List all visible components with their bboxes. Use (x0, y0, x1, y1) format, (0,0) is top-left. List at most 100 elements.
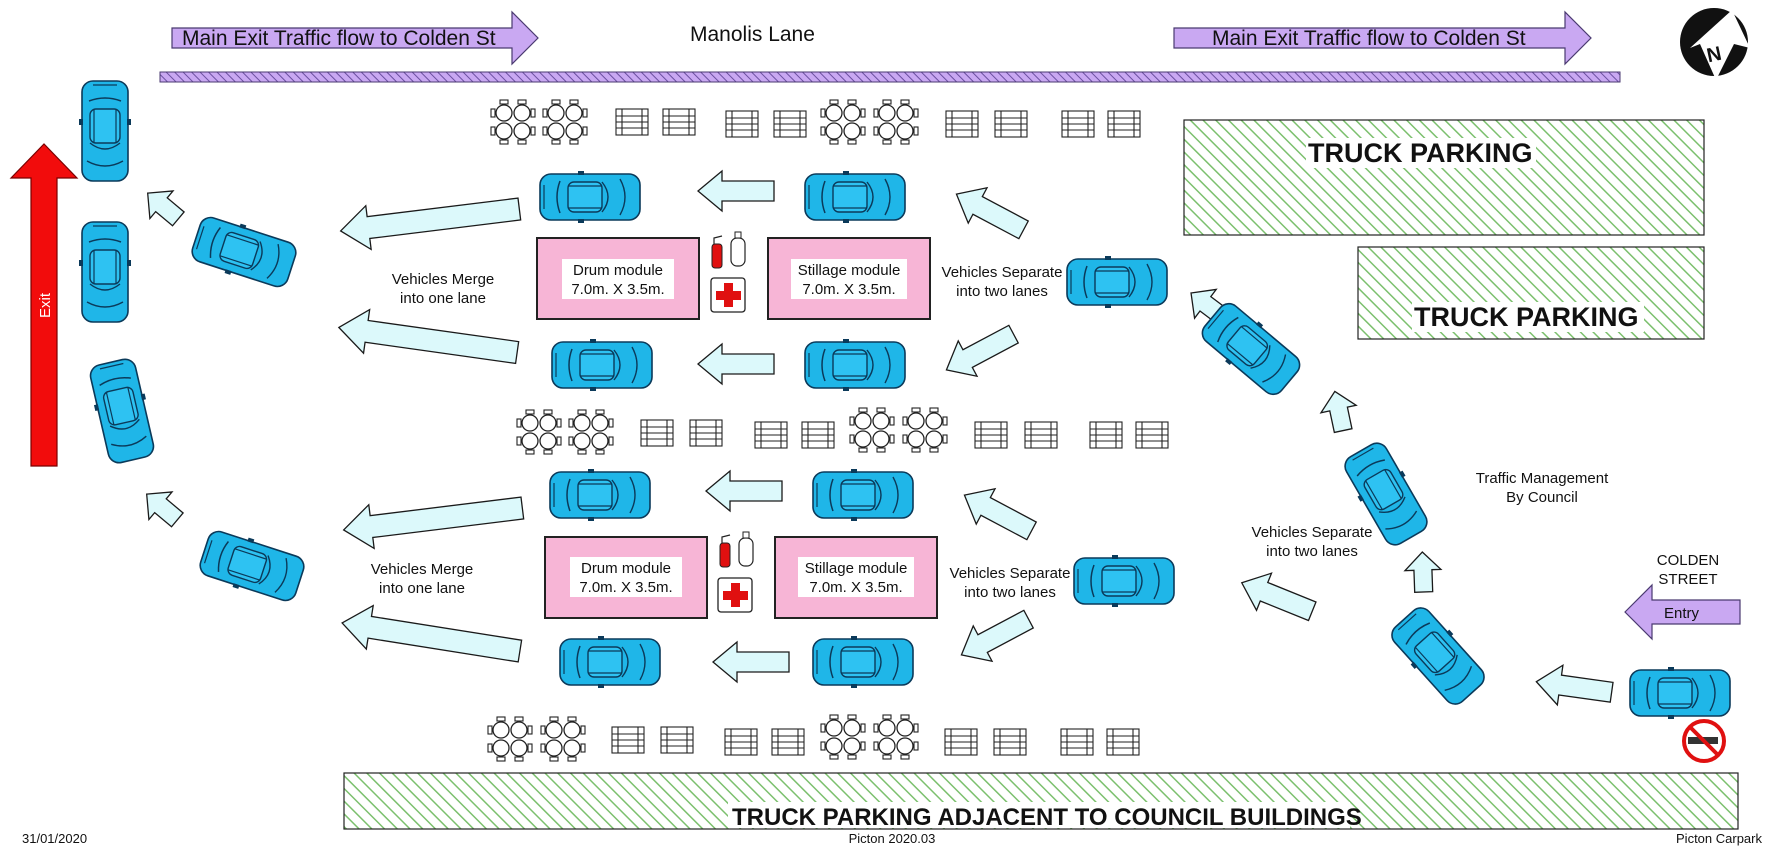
chair-row-icon (1089, 421, 1123, 449)
car (84, 355, 160, 467)
table-cluster-icon (540, 716, 586, 762)
table-cluster-icon (820, 714, 866, 760)
chair-row-icon (944, 728, 978, 756)
table-cluster-icon (820, 99, 866, 145)
compass-north-icon: N (1680, 8, 1750, 80)
fire-extinguisher-icon (711, 235, 723, 269)
table-cluster-icon (873, 714, 919, 760)
note-separate-bottom-line2: into two lanes (964, 584, 1056, 601)
exit-arrow: Exit (9, 143, 79, 467)
road-name: Manolis Lane (690, 23, 815, 46)
note-traffic-mgmt-line2: By Council (1506, 489, 1578, 506)
module-bottom-drum-name: Drum module (581, 560, 671, 577)
note-traffic-mgmt-line1: Traffic Management (1476, 470, 1609, 487)
chair-row-icon (1106, 728, 1140, 756)
note-separate-right-line2: into two lanes (1266, 543, 1358, 560)
chair-row-icon (615, 108, 649, 136)
flow-arrow (1403, 550, 1443, 594)
chair-row-icon (640, 419, 674, 447)
car (559, 635, 661, 689)
chair-row-icon (771, 728, 805, 756)
truck-parking-upper: TRUCK PARKING (1183, 119, 1705, 236)
chair-row-icon (1061, 110, 1095, 138)
flow-arrow (951, 600, 1039, 674)
exit-flow-banner-left: Main Exit Traffic flow to Colden St (171, 10, 539, 66)
first-aid-icon (717, 577, 753, 613)
entry-label: Entry (1664, 605, 1700, 622)
module-top-stillage-size: 7.0m. X 3.5m. (802, 281, 895, 298)
flow-arrow (135, 178, 191, 234)
module-bottom-stillage: Stillage module 7.0m. X 3.5m. (774, 536, 938, 619)
seating-row-top (490, 99, 1141, 145)
note-separate-bottom-line1: Vehicles Separate (950, 565, 1071, 582)
flow-arrow (337, 186, 523, 254)
note-merge-bottom-line1: Vehicles Merge (371, 561, 474, 578)
car (78, 80, 132, 182)
note-separate-top-line2: into two lanes (956, 283, 1048, 300)
note-merge-top-line1: Vehicles Merge (392, 271, 495, 288)
chair-row-icon (1135, 421, 1169, 449)
flow-arrow (1233, 563, 1321, 631)
footer-date: 31/01/2020 (22, 831, 87, 846)
flow-arrow (1532, 661, 1616, 713)
note-merge-bottom-line2: into one lane (379, 580, 465, 597)
truck-parking-middle-label: TRUCK PARKING (1414, 302, 1639, 332)
footer-code: Picton 2020.03 (849, 831, 936, 846)
flow-arrow (712, 641, 790, 683)
exit-arrow-label: Exit (37, 292, 54, 318)
note-colden-line2: STREET (1658, 571, 1717, 588)
module-bottom-stillage-size: 7.0m. X 3.5m. (809, 579, 902, 596)
module-bottom-drum-size: 7.0m. X 3.5m. (579, 579, 672, 596)
chair-row-icon (974, 421, 1008, 449)
chair-row-icon (994, 110, 1028, 138)
chair-row-icon (662, 108, 696, 136)
note-merge-top-line2: into one lane (400, 290, 486, 307)
compass-letter: N (1705, 43, 1724, 68)
table-cluster-icon (568, 409, 614, 455)
car (539, 170, 641, 224)
entry-arrow: Entry (1624, 583, 1741, 641)
car (78, 221, 132, 323)
truck-parking-bottom-label: TRUCK PARKING ADJACENT TO COUNCIL BUILDI… (732, 804, 1362, 831)
car (187, 211, 301, 293)
car (549, 468, 651, 522)
note-separate-right-line1: Vehicles Separate (1252, 524, 1373, 541)
seating-row-bottom (487, 714, 1140, 762)
car (1629, 666, 1731, 720)
table-cluster-icon (849, 407, 895, 453)
table-cluster-icon (542, 99, 588, 145)
chair-row-icon (724, 728, 758, 756)
chair-row-icon (1024, 421, 1058, 449)
car (1384, 600, 1492, 712)
chair-row-icon (660, 726, 694, 754)
table-cluster-icon (516, 409, 562, 455)
gas-bottle-icon (730, 231, 746, 267)
first-aid-icon (710, 277, 746, 313)
module-top-drum-size: 7.0m. X 3.5m. (571, 281, 664, 298)
fire-extinguisher-icon (719, 534, 731, 568)
safety-equipment-top (710, 231, 746, 313)
flow-arrow (946, 175, 1034, 249)
note-separate-top-line1: Vehicles Separate (942, 264, 1063, 281)
truck-parking-bottom: TRUCK PARKING ADJACENT TO COUNCIL BUILDI… (343, 772, 1739, 831)
chair-row-icon (801, 421, 835, 449)
no-smoking-icon (1682, 719, 1726, 763)
exit-flow-label-left: Main Exit Traffic flow to Colden St (182, 27, 496, 50)
module-top-stillage-name: Stillage module (798, 262, 901, 279)
flow-arrow (705, 470, 783, 512)
car (812, 635, 914, 689)
chair-row-icon (725, 110, 759, 138)
car (812, 468, 914, 522)
chair-row-icon (611, 726, 645, 754)
flow-arrow (340, 485, 526, 553)
module-top-drum-name: Drum module (573, 262, 663, 279)
car (195, 525, 309, 607)
chair-row-icon (945, 110, 979, 138)
flow-arrow (1316, 387, 1362, 435)
car (1073, 554, 1175, 608)
car (804, 170, 906, 224)
chair-row-icon (1060, 728, 1094, 756)
exit-flow-banner-right: Main Exit Traffic flow to Colden St (1173, 10, 1592, 66)
table-cluster-icon (873, 99, 919, 145)
